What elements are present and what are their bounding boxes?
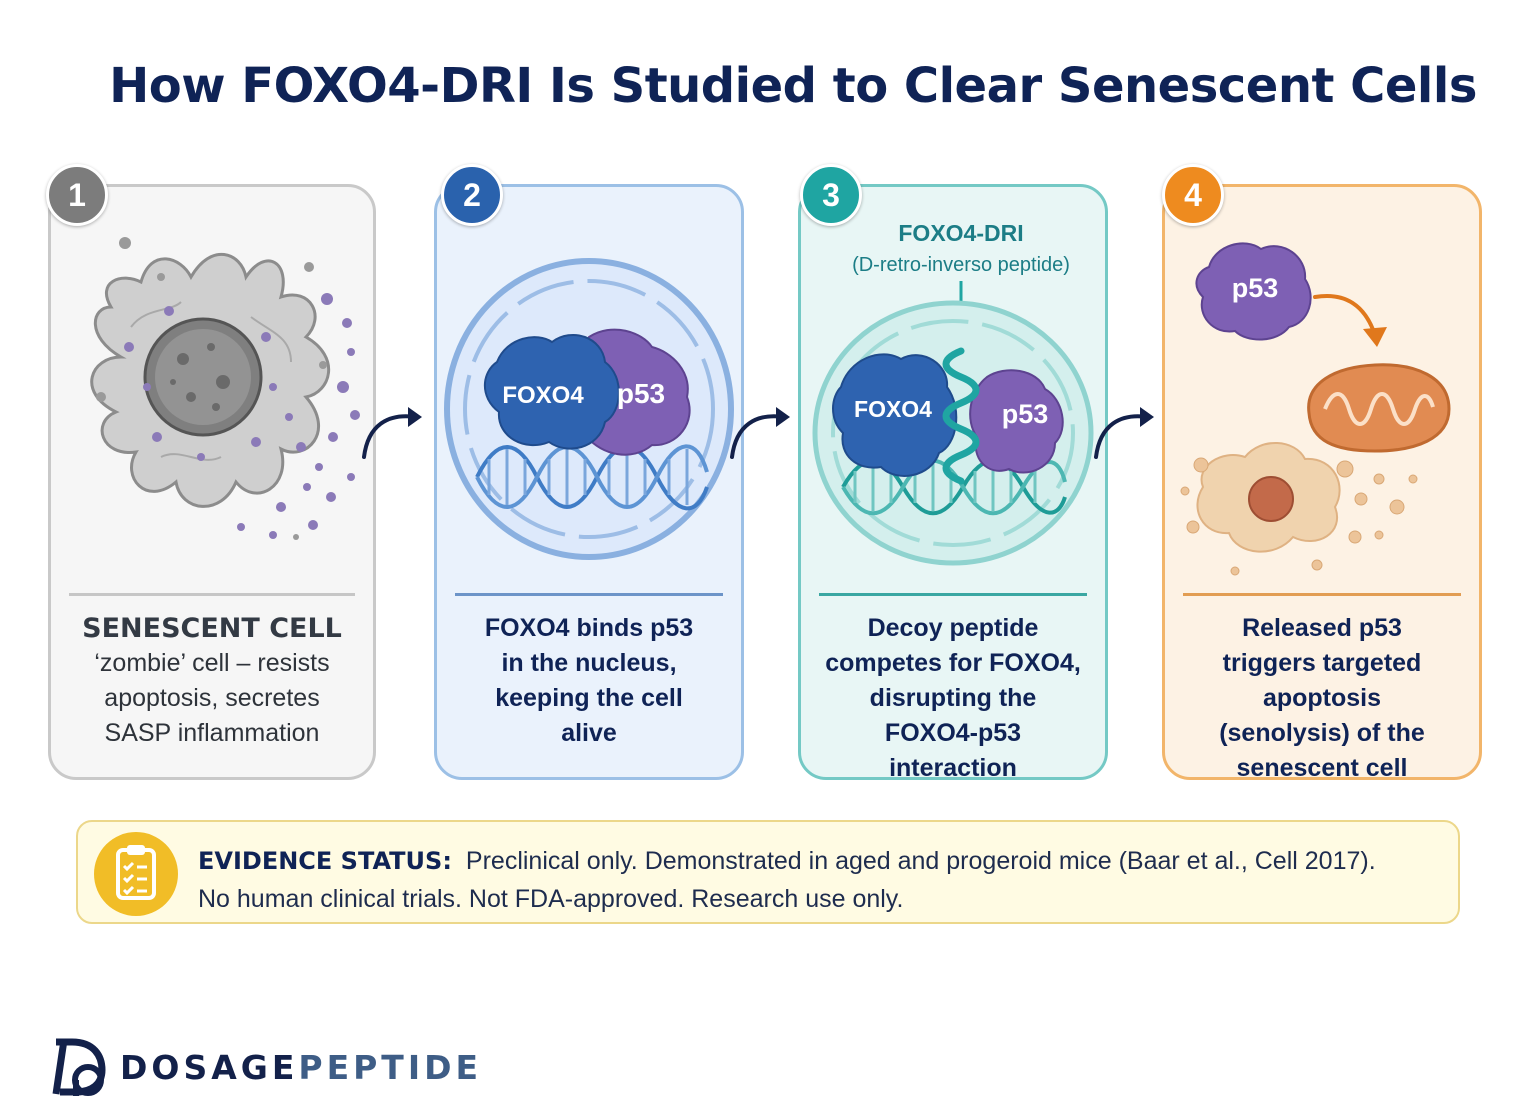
step-2-text: FOXO4 binds p53 in the nucleus, keeping … (484, 614, 694, 747)
step-3-badge: 3 (800, 164, 862, 226)
step-4-text: Released p53 triggers targeted apoptosis… (1219, 614, 1425, 780)
arrow-right-icon (1094, 407, 1154, 459)
p53-label: p53 (617, 378, 665, 409)
step-1-text: ‘zombie’ cell – resists apoptosis, secre… (94, 649, 330, 747)
step-4-caption: Released p53 triggers targeted apoptosis… (1175, 611, 1469, 780)
evidence-text: EVIDENCE STATUS: Preclinical only. Demons… (198, 842, 1376, 918)
arrow-right-icon (362, 407, 422, 459)
step-3-divider (819, 593, 1087, 596)
evidence-status-box: EVIDENCE STATUS: Preclinical only. Demons… (76, 820, 1460, 924)
step-2-caption: FOXO4 binds p53 in the nucleus, keeping … (447, 611, 731, 751)
foxo4-p53-nucleus-illustration: FOXO4 p53 (444, 258, 734, 560)
p53-label: p53 (1002, 399, 1049, 429)
step-2-card: FOXO4 p53 FOXO4 binds p53 in the nucleus… (434, 184, 744, 780)
foxo4-label: FOXO4 (854, 396, 932, 422)
evidence-line-1: Preclinical only. Demonstrated in aged a… (465, 847, 1376, 875)
brand-logo-icon (52, 1038, 106, 1096)
drug-name: FOXO4-DRI (898, 220, 1023, 246)
step-1-badge: 1 (46, 164, 108, 226)
step-3-caption: Decoy peptide competes for FOXO4, disrup… (811, 611, 1095, 780)
evidence-line-2: No human clinical trials. Not FDA-approv… (198, 885, 904, 913)
page-title: How FOXO4-DRI Is Studied to Clear Senesc… (109, 58, 1477, 114)
brand-part-2: PEPTIDE (298, 1048, 483, 1087)
evidence-label: EVIDENCE STATUS: (198, 847, 452, 875)
foxo4-label: FOXO4 (502, 382, 584, 409)
step-2-divider (455, 593, 723, 596)
decoy-peptide-nucleus-illustration: FOXO4-DRI (D-retro-inverso peptide) FOXO… (812, 220, 1094, 566)
arrow-right-icon (730, 407, 790, 459)
clipboard-icon (94, 832, 178, 916)
brand-wordmark: DOSAGEPEPTIDE (120, 1048, 482, 1087)
step-1-divider (69, 593, 355, 596)
drug-subtitle: (D-retro-inverso peptide) (852, 254, 1070, 276)
step-2-badge: 2 (441, 164, 503, 226)
p53-label: p53 (1232, 273, 1279, 303)
step-1-caption: SENESCENT CELL ‘zombie’ cell – resists a… (61, 611, 363, 751)
step-4-divider (1183, 593, 1461, 596)
step-1-card: SENESCENT CELL ‘zombie’ cell – resists a… (48, 184, 376, 780)
step-1-heading: SENESCENT CELL (82, 613, 342, 644)
senescent-cell-illustration (90, 237, 360, 540)
step-3-card: FOXO4-DRI (D-retro-inverso peptide) FOXO… (798, 184, 1108, 780)
step-4-card: p53 Released p53 triggers targeted apopt… (1162, 184, 1482, 780)
step-4-badge: 4 (1162, 164, 1224, 226)
step-3-text: Decoy peptide competes for FOXO4, disrup… (825, 614, 1081, 780)
apoptosis-illustration: p53 (1180, 242, 1451, 576)
brand-part-1: DOSAGE (120, 1048, 299, 1087)
